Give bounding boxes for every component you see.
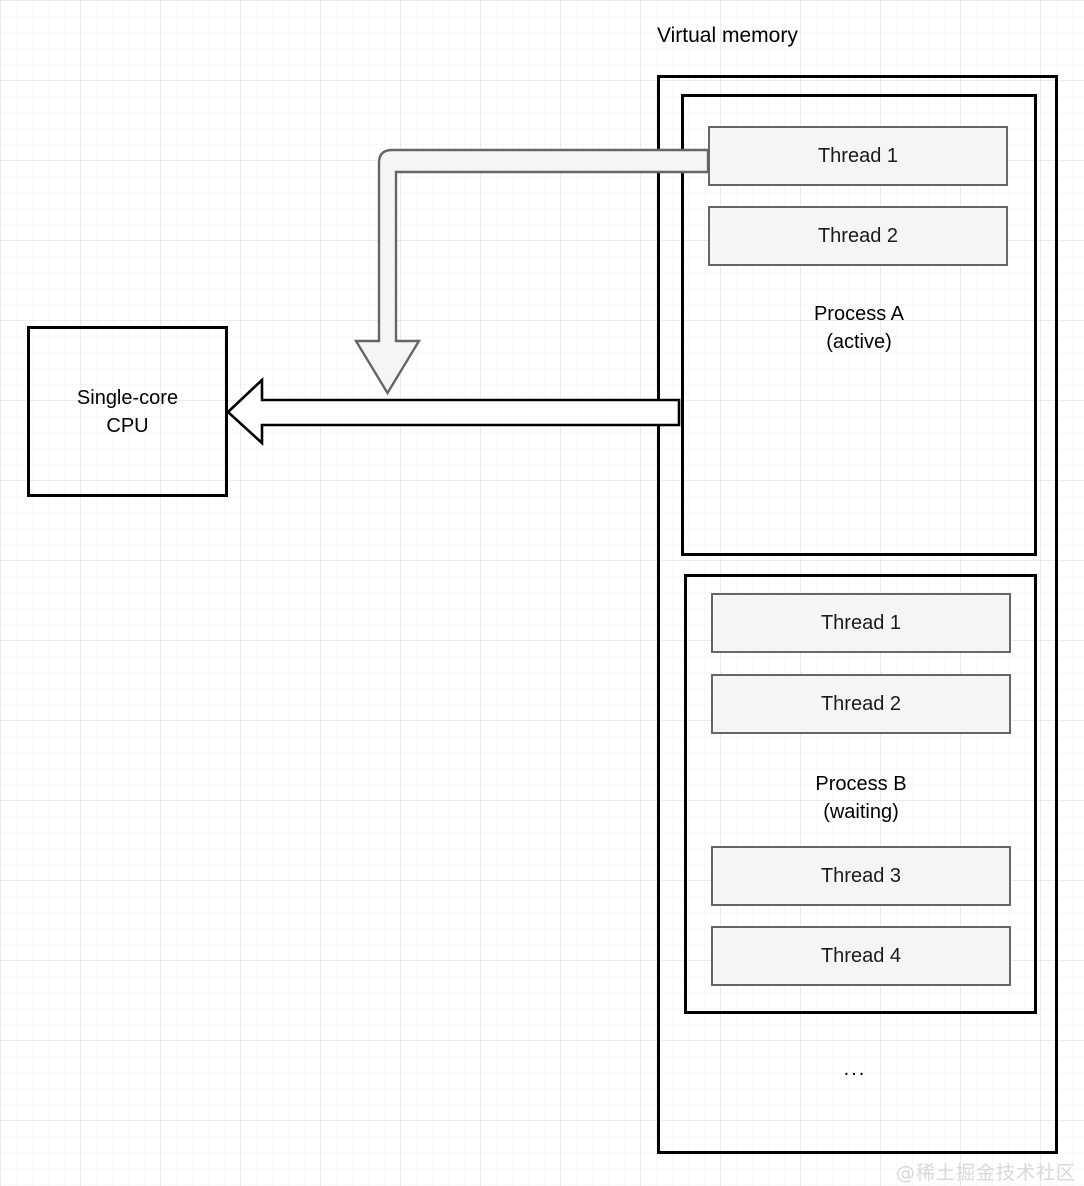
watermark: @稀土掘金技术社区: [895, 1162, 1076, 1184]
process-a-state: (active): [826, 331, 892, 353]
process-b-thread-3-box: Thread 3: [711, 846, 1011, 906]
process-a-thread-2-box: Thread 2: [708, 206, 1008, 266]
thread-dispatch-arrow: [353, 148, 710, 396]
process-a-name: Process A: [813, 303, 905, 325]
process-b-thread-2-box: Thread 2: [711, 674, 1011, 734]
more-processes-ellipsis: ...: [843, 1058, 867, 1080]
process-cpu-arrow: [226, 376, 681, 446]
process-b-thread-1-box: Thread 1: [711, 593, 1011, 653]
process-b-container: [684, 574, 1037, 1014]
process-b-name: Process B: [815, 773, 907, 795]
process-b-state: (waiting): [823, 801, 899, 823]
cpu-label-line2: CPU: [106, 414, 149, 437]
process-a-thread-1-box: Thread 1: [708, 126, 1008, 186]
virtual-memory-container: [657, 75, 1058, 1154]
process-b-thread-4-box: Thread 4: [711, 926, 1011, 986]
process-a-label: Process A (active): [709, 300, 1009, 356]
cpu-label-line1: Single-core: [76, 386, 179, 409]
process-b-label: Process B (waiting): [711, 770, 1011, 826]
virtual-memory-title: Virtual memory: [657, 24, 798, 47]
